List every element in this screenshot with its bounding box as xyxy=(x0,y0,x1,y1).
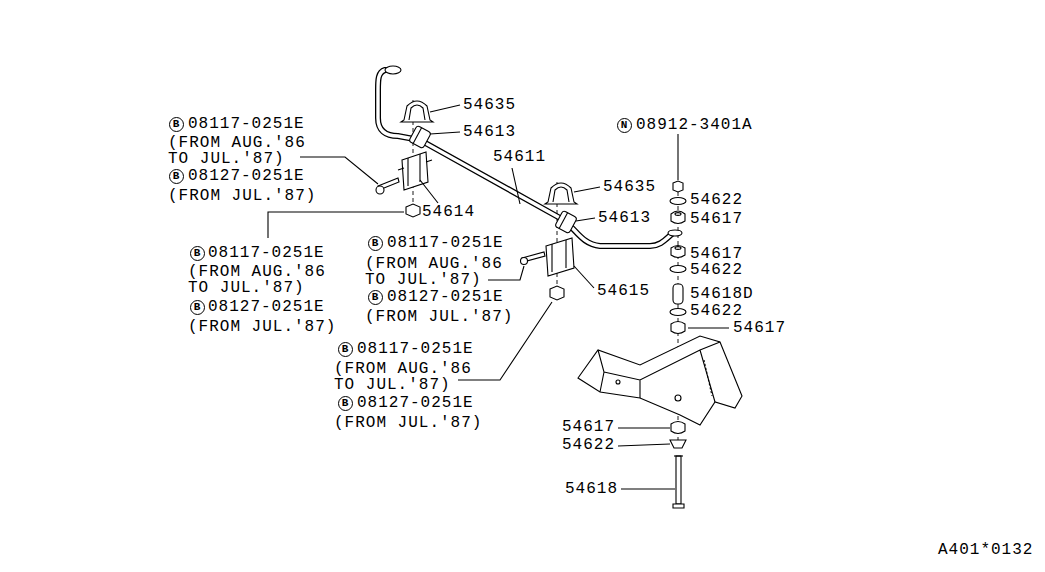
part-code: 08127-0251E xyxy=(208,298,325,316)
callout-number: 54622 xyxy=(690,191,743,209)
callout-number: 54613 xyxy=(463,123,516,141)
date-note: (FROM AUG.'86 TO JUL.'87) xyxy=(168,135,318,167)
callout-number: 54617 xyxy=(733,319,786,337)
diagram-code: A401*0132 xyxy=(938,541,1033,559)
callout-number: 54611 xyxy=(493,148,546,166)
circled-symbol-letter: B xyxy=(169,117,184,132)
part-code: (FROM JUL.'87) xyxy=(188,318,336,336)
callout-number: 54635 xyxy=(463,96,516,114)
part-code: 08127-0251E xyxy=(387,288,504,306)
part-code: 08127-0251E xyxy=(357,394,474,412)
callout-number: 54614 xyxy=(422,203,475,221)
callout-number: 54617 xyxy=(562,418,615,436)
part-code: 08117-0251E xyxy=(387,234,504,252)
part-code: 08912-3401A xyxy=(636,116,753,134)
circled-symbol-letter: B xyxy=(368,290,383,305)
circled-symbol-letter: N xyxy=(617,118,632,133)
circled-symbol-letter: B xyxy=(338,342,353,357)
date-note: (FROM AUG.'86 TO JUL.'87) xyxy=(365,256,515,288)
part-code: (FROM JUL.'87) xyxy=(334,414,482,432)
part-code: (FROM JUL.'87) xyxy=(168,187,316,205)
part-code: 08117-0251E xyxy=(208,244,325,262)
callout-number: 54618D xyxy=(690,285,754,303)
circled-symbol-letter: B xyxy=(190,246,205,261)
callout-number: 54617 xyxy=(690,210,743,228)
part-code: 08117-0251E xyxy=(357,340,474,358)
callout-number: 54622 xyxy=(690,261,743,279)
callout-number: 54615 xyxy=(597,282,650,300)
circled-symbol-letter: B xyxy=(190,300,205,315)
part-code: (FROM JUL.'87) xyxy=(365,308,513,326)
callout-number: 54617 xyxy=(690,245,743,263)
callout-number: 54622 xyxy=(562,436,615,454)
callout-number: 54622 xyxy=(690,302,743,320)
circled-symbol-letter: B xyxy=(368,236,383,251)
date-note: (FROM AUG.'86 TO JUL.'87) xyxy=(334,361,484,393)
date-note: (FROM AUG.'86 TO JUL.'87) xyxy=(188,264,338,296)
circled-symbol-letter: B xyxy=(169,169,184,184)
circled-symbol-letter: B xyxy=(338,396,353,411)
callout-number: 54618 xyxy=(565,480,618,498)
part-code: 08127-0251E xyxy=(188,167,305,185)
part-code: 08117-0251E xyxy=(188,115,305,133)
callout-number: 54613 xyxy=(598,209,651,227)
callout-number: 54635 xyxy=(603,178,656,196)
